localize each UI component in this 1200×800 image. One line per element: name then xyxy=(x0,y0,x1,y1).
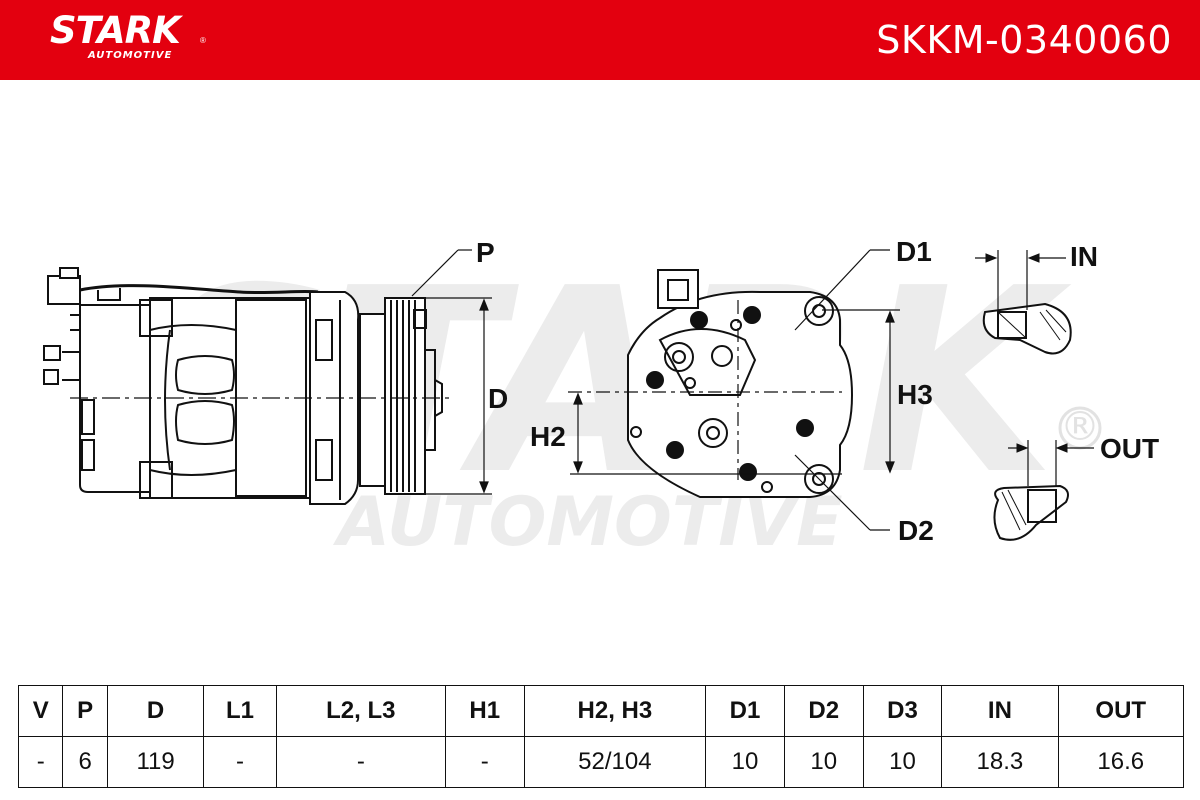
label-p: P xyxy=(476,237,495,268)
out-port-section xyxy=(993,440,1094,541)
label-h3: H3 xyxy=(897,379,933,410)
value-l2-l3: - xyxy=(275,736,446,788)
value-d: 119 xyxy=(106,736,205,788)
header-in: IN xyxy=(941,685,1059,737)
watermark-registered: ® xyxy=(1060,404,1100,450)
header-l2-l3: L2, L3 xyxy=(275,685,446,737)
value-h1: - xyxy=(444,736,525,788)
logo-subtext: AUTOMOTIVE xyxy=(88,50,173,61)
logo-text: STARK xyxy=(50,9,181,52)
header-l1: L1 xyxy=(203,685,277,737)
value-p: 6 xyxy=(62,736,108,788)
header-bar: STARK AUTOMOTIVE ® SKKM-0340060 xyxy=(0,0,1200,80)
compressor-rear-view xyxy=(568,269,854,498)
value-d1: 10 xyxy=(705,736,785,788)
header-d3: D3 xyxy=(862,685,943,737)
logo-registered-mark: ® xyxy=(200,36,206,45)
label-out: OUT xyxy=(1100,433,1159,464)
header-h1: H1 xyxy=(444,685,525,737)
header-h2-h3: H2, H3 xyxy=(523,685,707,737)
value-d2: 10 xyxy=(783,736,864,788)
header-v: V xyxy=(17,685,64,737)
label-d2: D2 xyxy=(898,515,934,546)
compressor-side-view xyxy=(43,267,450,505)
label-h2: H2 xyxy=(530,421,566,452)
label-d1: D1 xyxy=(896,236,932,267)
spec-table: V P D L1 L2, L3 H1 H2, H3 D1 D2 D3 IN OU… xyxy=(17,685,1184,788)
value-h2-h3: 52/104 xyxy=(523,736,707,788)
spec-value-row: - 6 119 - - - 52/104 10 10 10 18.3 16.6 xyxy=(17,736,1184,788)
header-p: P xyxy=(62,685,108,737)
value-out: 16.6 xyxy=(1057,736,1184,788)
header-out: OUT xyxy=(1057,685,1184,737)
label-d: D xyxy=(488,383,508,414)
dimension-lines-rear xyxy=(570,249,900,531)
label-in: IN xyxy=(1070,241,1098,272)
value-v: - xyxy=(17,736,64,788)
value-d3: 10 xyxy=(862,736,943,788)
stark-logo: STARK AUTOMOTIVE ® xyxy=(50,9,206,62)
header-d: D xyxy=(106,685,205,737)
value-in: 18.3 xyxy=(941,736,1059,788)
spec-header-row: V P D L1 L2, L3 H1 H2, H3 D1 D2 D3 IN OU… xyxy=(17,685,1184,737)
value-l1: - xyxy=(203,736,277,788)
part-number: SKKM-0340060 xyxy=(876,18,1172,62)
header-d2: D2 xyxy=(783,685,864,737)
in-port-section xyxy=(975,250,1072,355)
dimension-d-side xyxy=(411,249,492,495)
header-d1: D1 xyxy=(705,685,785,737)
